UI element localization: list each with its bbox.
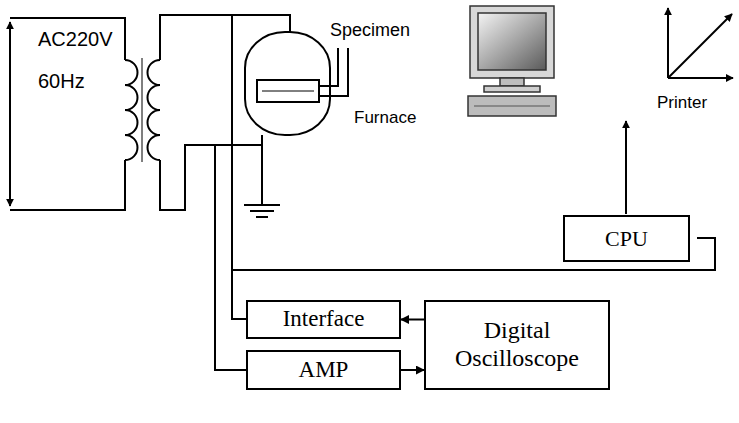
specimen-leads — [319, 48, 348, 96]
signal-wire — [232, 270, 246, 319]
specimen-bar — [257, 80, 319, 102]
part-label: Printer — [655, 93, 709, 113]
ground-symbol — [244, 135, 280, 217]
transformer-coil — [147, 60, 160, 160]
signal-wire — [215, 145, 246, 370]
axis-arrow — [668, 14, 732, 78]
box-label: Digital Oscilloscope — [434, 317, 600, 372]
box-label: Interface — [283, 306, 365, 332]
cpu-output-arrow — [625, 121, 627, 214]
box-label: CPU — [605, 226, 648, 251]
axis-arrow — [667, 8, 669, 78]
computer-icon — [468, 6, 556, 116]
signal-arrow — [401, 369, 424, 371]
specimen-bar — [262, 91, 314, 92]
secondary-wire — [160, 15, 290, 60]
transformer-coil — [125, 58, 160, 162]
part-label: Specimen — [328, 20, 412, 41]
transformer-core — [142, 58, 143, 162]
process-box: CPU — [563, 215, 690, 262]
transformer-coil — [125, 60, 138, 160]
process-box: Digital Oscilloscope — [424, 300, 610, 390]
axis-arrow — [668, 77, 733, 79]
supply-frequency: 60Hz — [36, 70, 87, 93]
box-label: AMP — [299, 357, 349, 383]
furnace-chamber — [245, 32, 330, 135]
secondary-wire — [160, 135, 262, 210]
process-box: Interface — [246, 300, 401, 339]
signal-arrow — [401, 319, 424, 321]
part-label: Furnace — [352, 108, 418, 128]
primary-wire — [10, 18, 125, 210]
supply-voltage: AC220V — [36, 28, 115, 51]
process-box: AMP — [246, 350, 401, 390]
ac-voltage-arrow — [9, 22, 11, 206]
